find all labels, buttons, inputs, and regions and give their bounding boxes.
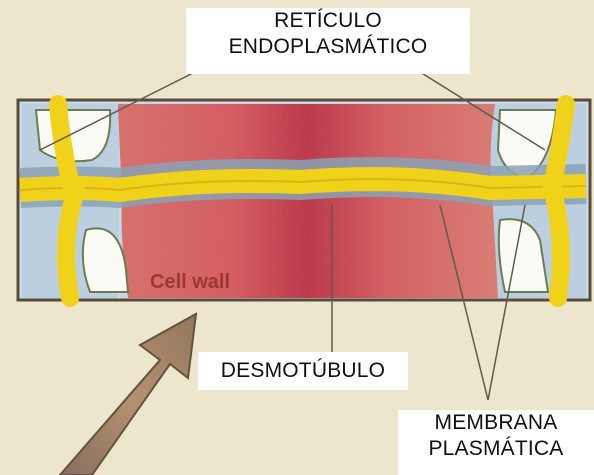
label-er-line2: ENDOPLASMÁTICO xyxy=(186,34,470,60)
label-endoplasmic-reticulum: RETÍCULO ENDOPLASMÁTICO xyxy=(186,8,470,74)
label-membrane-line2: PLASMÁTICA xyxy=(398,436,594,462)
cell-wall-caption: Cell wall xyxy=(150,271,230,293)
er-branch-left-down xyxy=(66,190,76,298)
er-branch-right-down xyxy=(552,188,561,298)
label-desmotubule: DESMOTÚBULO xyxy=(198,352,408,390)
label-membrane-line1: MEMBRANA xyxy=(398,410,594,436)
label-plasma-membrane: MEMBRANA PLASMÁTICA xyxy=(398,410,594,475)
label-er-line1: RETÍCULO xyxy=(186,8,470,34)
label-desmotubule-text: DESMOTÚBULO xyxy=(198,352,408,390)
